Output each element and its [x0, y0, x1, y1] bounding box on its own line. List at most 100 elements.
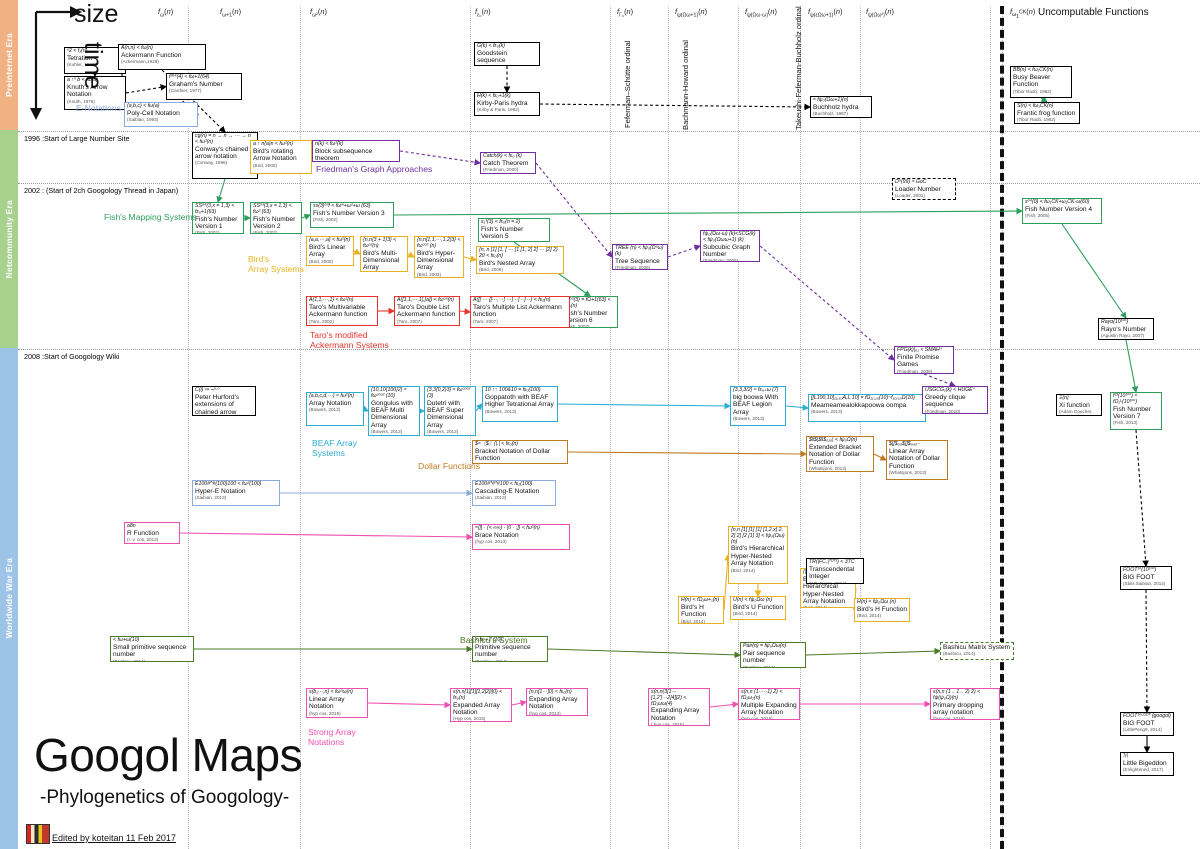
- node-graham[interactable]: f³⁶⁴(4) < fω+1(64)Graham's Number(Gardne…: [166, 73, 242, 100]
- node-formula: FOOT¹⁰(10¹⁰⁰): [1123, 567, 1157, 573]
- node-formula: fψ₀(Ωω·ω) (k)<SCG(k) < fψ₀(Ωωω+1) (k): [703, 231, 756, 243]
- node-title: Expanded Array Notation: [453, 701, 500, 716]
- node-cascadingE[interactable]: E100#*#*#100 < fε₀(100)Cascading-E Notat…: [472, 480, 556, 506]
- node-primarydropping[interactable]: s(n,n (1 .. 1 .. 2) 2) < fψ(ψ₀Ω)(n)Prima…: [930, 688, 1000, 720]
- node-birdsH1[interactable]: H(n) < fΩ₁ω+₁(n)Bird's H Function(Bird, …: [678, 596, 724, 624]
- node-title: Taro's Double List Ackermann function: [397, 303, 456, 319]
- node-title: Goppatoth with BEAF Higher Tetrational A…: [485, 393, 554, 409]
- era-band-1: Netcommunity Era: [0, 130, 18, 348]
- node-knuth[interactable]: a ↑ⁿ b < fω(a)Knuth's Arrow Notation(Knu…: [64, 76, 126, 110]
- node-birdlinear[interactable]: {a,a,···,a} < fω²(n)Bird's Linear Array(…: [306, 236, 354, 266]
- node-buchholz[interactable]: ≈ fψ₀(Ωω+1)(n)Buchholz hydra(Buchholz, 1…: [810, 96, 872, 118]
- node-fish6[interactable]: s₂⁶³(3) = fΩ+1(63) < fε₀(n)Fish's Number…: [562, 296, 618, 328]
- node-brace[interactable]: ≈{[| · (< ∞∞) · |0 · ;]} < fω²(n)Brace N…: [472, 524, 570, 550]
- node-citation: (Tibor Radó, 1962): [1017, 117, 1056, 123]
- node-blocksub[interactable]: n(k) < fω²(k)Block subsequence theorem(F…: [312, 140, 400, 162]
- node-formula: cg(n) = n → n → ··· → n < fω²(n): [195, 133, 251, 145]
- node-kirbyparis[interactable]: H(k) < fε₀+1(k)Kirby-Paris hydra(Kirby &…: [474, 92, 540, 116]
- node-citation: (Tibor Radó, 1962): [1013, 88, 1052, 94]
- node-polycell[interactable]: (a,b,c) < fω(a)Poly-Cell Notation(Saibia…: [124, 102, 198, 127]
- node-title: Graham's Number: [169, 80, 223, 88]
- era-band-label: Worldwide War Era: [4, 558, 14, 639]
- node-rayo[interactable]: Rayo(10¹⁰⁰)Rayo's Number(Agustin Rayo, 2…: [1098, 318, 1154, 340]
- node-title: Linear Array Notation of Dollar Function: [889, 447, 940, 470]
- node-finitepromise[interactable]: FPG(k)|₀₁ < SMAH⁺Finite Promise Games(Fr…: [894, 346, 954, 374]
- node-greedyclique[interactable]: USGCG₁(k) < HUGE⁺Greedy clique sequence(…: [922, 386, 988, 414]
- node-taromulti[interactable]: A(1,1,···,1) < fω²(n)Taro's Multivariabl…: [306, 296, 378, 326]
- node-bigfoot2[interactable]: FOOT¹⁰ᴸᴼᴼᵀ (googol)BIG FOOT(LittlePeng9,…: [1120, 712, 1174, 736]
- node-primitiveseq[interactable]: < fε₀+1 (10)Primitive sequence number(Ba…: [472, 636, 548, 662]
- node-hyperE[interactable]: E100#^#(100)100 < fω²(100)Hyper-E Notati…: [192, 480, 280, 506]
- node-goppatoth[interactable]: 10 ↑↑ 100&10 = fε₀(100)Goppatoth with BE…: [482, 386, 558, 422]
- node-pairseq[interactable]: Pair(n) = fψ₀Ωω(n)Pair sequence number(B…: [740, 642, 806, 668]
- node-citation: (Kirby & Paris, 1982): [477, 107, 520, 113]
- node-xifunc[interactable]: Ξ(n)Xi function(Adam Goucher, 2013): [1056, 394, 1102, 416]
- node-busybeaver[interactable]: BB(n) < fω₁CK(n)Busy Beaver Function(Tib…: [1010, 66, 1072, 98]
- node-dutetri[interactable]: {3,3{0,2}3} ≈ fωᵒᵒᵒ² (3)Dutetri with BEA…: [424, 386, 476, 436]
- node-linearray[interactable]: s(b₁···,n) < fωᵒω(n)Linear Array Notatio…: [306, 688, 368, 718]
- node-title: Block subsequence theorem: [315, 147, 373, 162]
- node-meameame[interactable]: [[L100,10]₁₁,₁₀A,L,10] = fΩ₁₁,₁₀(10)~f₁₀…: [808, 394, 926, 422]
- node-title: Bashicu Matrix System: [943, 644, 1011, 651]
- node-fish1[interactable]: SS⁶⁴(3,x = 1,3) < fε₀+1(63)Fish's Number…: [192, 202, 244, 234]
- node-citation: (Taro, 2002): [309, 318, 334, 324]
- node-birdsU[interactable]: U(n) < fψ₀Ωω (n)Bird's U Function(Bird, …: [730, 596, 786, 620]
- year-divider-1: [18, 183, 1200, 184]
- node-subcubic[interactable]: fψ₀(Ωω·ω) (k)<SCG(k) < fψ₀(Ωωω+1) (k)Sub…: [700, 230, 760, 262]
- node-tetration[interactable]: ⁿ2 < f₃(n)Tetration(Kuhler, 1923): [64, 47, 126, 74]
- node-fish5[interactable]: s₁³(3) < fε₀(n = 2)Fish's Number Version…: [478, 218, 550, 242]
- node-formula: A([1,1,···,1],[a]) < fωᵒᵒ(n): [397, 297, 454, 303]
- node-arraynot[interactable]: {a,b,c,d,···} ≈ fω²(n)Array Notation(Bow…: [306, 392, 364, 426]
- node-bracketdollar[interactable]: $≈〖$〗(|.| < fε₀(n)Bracket Notation of Do…: [472, 440, 568, 464]
- node-multexpanding[interactable]: s(n,n (1·····1) 2) < fΩ₁ω₂(n)Multiple Ex…: [738, 688, 800, 720]
- node-extbracket[interactable]: $‖$|$‖$₀₁₀| < fψ₀Ω(n)Extended Bracket No…: [806, 436, 874, 472]
- node-bigboowa[interactable]: {3,3,3/2} ≈ fε₀₊ω (7)big boowa With BEAF…: [730, 386, 786, 426]
- node-smallprimitive[interactable]: < fω+ω(10)Small primitive sequence numbe…: [110, 636, 194, 662]
- node-birdsH2[interactable]: H(n) ≈ fψ₀Ωω (n)Bird's H Function(Bird, …: [854, 598, 910, 622]
- column-header-0: fω(n): [158, 7, 174, 19]
- node-formula: a8n: [127, 523, 136, 529]
- node-fish4[interactable]: s⁶⁴(0) < fω₁CK+ω₁CK·ω(60)Fish Number Ver…: [1022, 198, 1102, 224]
- node-citation: ( hyp cos, 2015): [651, 722, 684, 726]
- node-expandingarray[interactable]: {n,n[1···]0} < fε₀(n)Expanding Array Not…: [526, 688, 588, 716]
- node-franticfrog[interactable]: S(n) < fω₁CK(n)Frantic frog function(Tib…: [1014, 102, 1080, 124]
- node-citation: (hyp cos, 2015): [309, 710, 341, 716]
- node-birdnested[interactable]: {n, n [1] [1, [ ··· [1 [1, 2] 2] ··· ]2]…: [476, 246, 564, 274]
- node-citation: (Bird, 2003): [417, 271, 442, 277]
- node-birdhyper[interactable]: {n,n[1,1,···,1,2]3} < fωᵒᵒ² (n)Bird's Hy…: [414, 236, 464, 278]
- node-lineararraydollar[interactable]: $[[$₀₀$]]$₀₀₀··Linear Array Notation of …: [886, 440, 948, 480]
- ordinal-label-0: Feferman–Schütte ordinal: [623, 40, 632, 128]
- node-title: Small primitive sequence number: [113, 643, 187, 659]
- node-formula: Rayo(10¹⁰⁰): [1101, 319, 1129, 325]
- node-title: Extended Bracket Notation of Dollar Func…: [809, 443, 862, 466]
- node-formula: S(n) < fω₁CK(n): [1017, 103, 1054, 109]
- group-label-0: E-Notations: [76, 103, 121, 113]
- node-goodstein[interactable]: G(k) < fε₀(k)Goodstein sequence(Goodstei…: [474, 42, 540, 66]
- node-bashicumatrix[interactable]: Bashicu Matrix System(Bashicu, 2014): [940, 642, 1014, 660]
- node-fish7[interactable]: f³³(10¹⁰⁰) ≈ fΩ₁ᴸ(10¹⁰⁰)Fish Number Vers…: [1110, 392, 1162, 430]
- node-ackermann[interactable]: A(n,n) < fω(n)Ackermann Function(Ackerma…: [118, 44, 206, 70]
- node-taromultiple[interactable]: A([[ ··· [[···, ··] ···] ··] ··] ··) < f…: [470, 296, 570, 328]
- node-birdsHhier[interactable]: {n,n [1] [1] [1] [1,2,x] 2, 2] 2] [2 [1]…: [728, 526, 788, 584]
- node-conway[interactable]: cg(n) = n → n → ··· → n < fω²(n)Conway's…: [192, 132, 258, 179]
- node-treeseq[interactable]: TREE (n) < fψ₀(Ωᵒω) (k)Tree Sequence(Fri…: [612, 244, 668, 270]
- node-fish3[interactable]: ss(3)⁶³f < fωʷ+ω²+ω (63)Fish's Number Ve…: [310, 202, 394, 228]
- node-birdrot[interactable]: a ↑ n{a}n < fω²(n)Bird's rotating Arrow …: [250, 140, 312, 174]
- node-bigfoot[interactable]: FOOT¹⁰(10¹⁰⁰)BIG FOOT(Sbiis Saibian, 201…: [1120, 566, 1172, 590]
- node-fish2[interactable]: SS⁶³(3,x = 1,3) < fω² (63)Fish's Number …: [250, 202, 302, 234]
- node-title: Finite Promise Games: [897, 353, 940, 369]
- node-birdmulti[interactable]: {n,n{3 + 1}3} < fωᵒ²(n)Bird's Multi- Dim…: [360, 236, 408, 272]
- node-gongulus[interactable]: {10,10{100}2} ≈ fωᵒᵒᵒ² (10)Gongulus with…: [368, 386, 420, 436]
- node-expandingarray2[interactable]: s(n,n(3[1··· [1,2′]···2]4]]2) < fΩ₁ωω(4)…: [648, 688, 710, 726]
- group-label-1: Fish's Mapping Systems: [104, 212, 197, 222]
- node-expandedarray[interactable]: s(n,n[1][1][1,2]2]i]0) < fε₀(n)Expanded …: [450, 688, 512, 722]
- node-formula: s(n,n (1 .. 1 .. 2) 2) < fψ(ψ₀Ω)(n): [933, 689, 981, 701]
- node-tarodouble[interactable]: A([1,1,···,1],[a]) < fωᵒᵒ(n)Taro's Doubl…: [394, 296, 460, 326]
- node-citation: (I. v. cos, 2012): [127, 537, 159, 543]
- node-catch[interactable]: Catch(k) < fε₀ (k)Catch Theorem(Friedman…: [480, 152, 536, 174]
